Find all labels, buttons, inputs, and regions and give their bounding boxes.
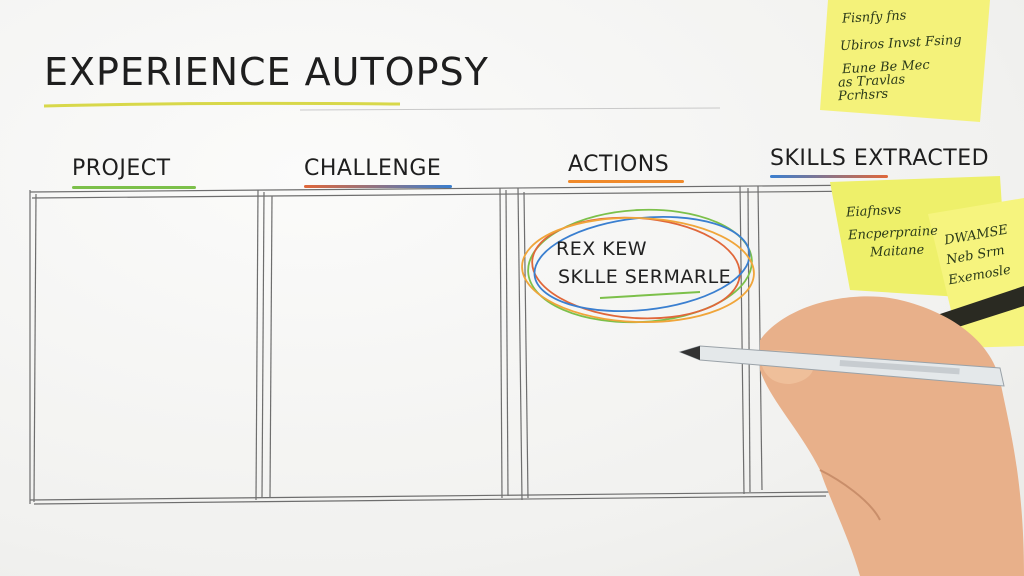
column-header-challenge: CHALLENGE: [304, 156, 442, 181]
sticky-top-line-5: Pcrhsrs: [837, 86, 889, 105]
challenge-underline: [304, 185, 452, 188]
sticky-middle-line-3: Maitane: [869, 242, 925, 261]
sticky-middle-line-1: Eiafnsvs: [845, 202, 902, 221]
actions-underline: [568, 180, 684, 183]
circled-note-scribble: [521, 208, 755, 324]
column-header-project: PROJECT: [72, 156, 171, 181]
project-underline: [72, 186, 196, 189]
circled-note-line-2: SKLLE SERMARLE: [558, 266, 732, 288]
title-underline: [43, 101, 401, 108]
grid-frame: [29, 183, 1001, 505]
column-header-actions: ACTIONS: [568, 152, 670, 177]
pen-icon: [678, 345, 1005, 387]
circled-note-line-1: REX KEW: [556, 238, 648, 260]
board-title: EXPERIENCE AUTOPSY: [44, 50, 489, 94]
skills-underline: [770, 175, 888, 178]
title-rule: [299, 107, 721, 111]
sticky-note-top: [820, 0, 990, 122]
circled-underline: [599, 291, 701, 299]
column-header-skills-extracted: SKILLS EXTRACTED: [770, 146, 990, 171]
